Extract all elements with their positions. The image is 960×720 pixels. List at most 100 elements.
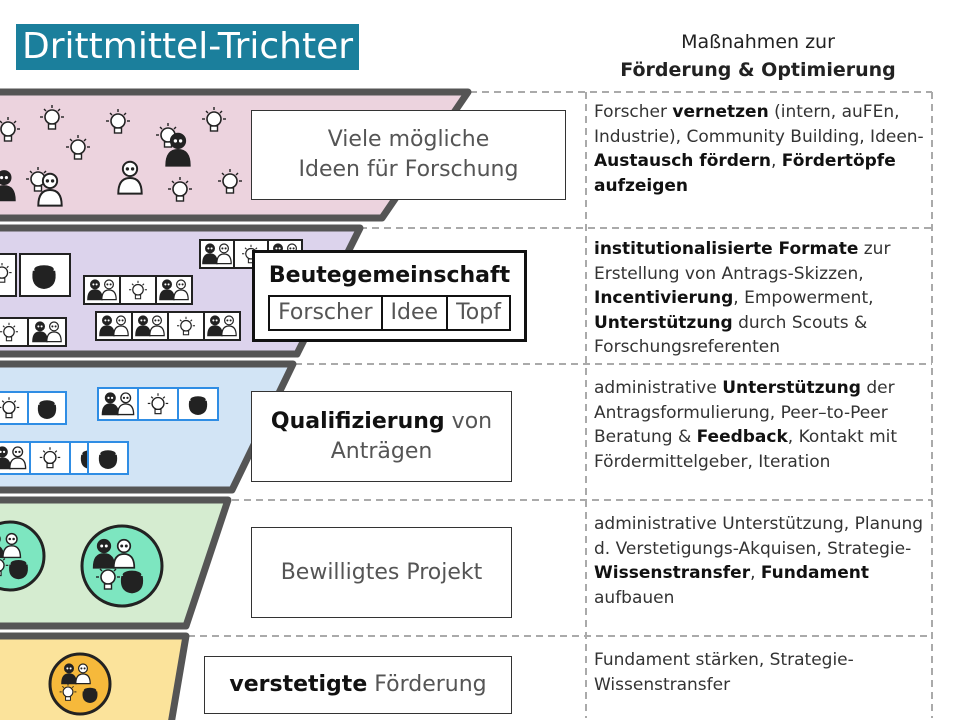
researcher-head [115, 315, 127, 326]
researcher-eye [45, 179, 50, 183]
lightbulb-icon [177, 316, 195, 336]
lightbulb-ray [179, 319, 182, 322]
researcher-icon [112, 538, 136, 569]
researcher-eye [157, 319, 160, 322]
researcher-eye [126, 396, 129, 399]
researcher-eye [278, 247, 281, 250]
lightbulb-base [46, 462, 54, 469]
researcher-head [151, 315, 163, 326]
researcher-eye [154, 319, 157, 322]
lightbulb-ray [235, 172, 239, 176]
measure-text-1: Forscher vernetzen (intern, auFEn, Indus… [594, 100, 924, 198]
researcher-body [75, 673, 91, 685]
researcher-eye [292, 247, 295, 250]
lightbulb-ray [2, 325, 5, 328]
researcher-eye [18, 450, 21, 453]
lightbulb-ray [99, 568, 103, 572]
researcher-eye [167, 283, 170, 286]
researcher-body [2, 545, 22, 559]
lightbulb-glass [3, 325, 15, 338]
money-pot-icon [188, 396, 208, 415]
lightbulb-icon [39, 447, 61, 469]
researcher-eye [210, 247, 213, 250]
measures-heading-line1: Maßnahmen zur [681, 31, 835, 53]
researcher-head [223, 315, 235, 326]
researcher-eye [121, 319, 124, 322]
researcher-eye [51, 325, 54, 328]
researcher-body [46, 331, 62, 343]
lightbulb-icon [106, 109, 130, 134]
lightbulb-ray [1, 400, 5, 403]
researcher-body [149, 325, 165, 337]
researcher-head [48, 321, 60, 332]
text-segment: vernetzen [672, 102, 769, 122]
lightbulb-ray [13, 400, 17, 403]
text-segment: , Kontakt mit Fördermittelgeber, Iterati… [594, 427, 898, 472]
lightbulb-ray [162, 396, 166, 399]
lightbulb-ray [131, 283, 134, 286]
lightbulb-glass [132, 283, 144, 296]
text-segment: Fundament stärken, Strategie-Wissenstran… [594, 650, 854, 695]
researcher-eye [54, 325, 57, 328]
measure-text-5: Fundament stärken, Strategie-Wissenstran… [594, 648, 924, 697]
researcher-head [175, 279, 187, 290]
lightbulb-base [209, 125, 219, 132]
text-segment: , [750, 563, 761, 583]
researcher-icon [113, 315, 129, 337]
measures-heading-line2: Förderung & Optimierung [620, 59, 896, 81]
researcher-body [113, 325, 129, 337]
researcher-eye [140, 319, 143, 322]
text-segment: Fördertöpfe aufzeigen [594, 151, 896, 196]
researcher-icon [173, 279, 189, 301]
text-segment: Ideen für Forschung [298, 157, 519, 182]
text-segment: Unterstützung [594, 312, 733, 333]
researcher-eye [275, 247, 278, 250]
researcher-eye [107, 396, 110, 399]
text-segment: Förderung [367, 672, 487, 697]
researcher-icon [92, 538, 116, 569]
researcher-body [112, 553, 136, 569]
lightbulb-ray [42, 450, 46, 453]
text-segment: institutionalisierte Formate [594, 239, 859, 259]
researcher-body [207, 325, 223, 337]
text-segment: Austausch fördern [594, 151, 771, 171]
researcher-eye [181, 283, 184, 286]
lightbulb-ray [123, 112, 127, 116]
researcher-eye [40, 325, 43, 328]
text-segment: von [444, 408, 493, 434]
researcher-eye [66, 667, 69, 670]
lightbulb-glass [110, 113, 126, 129]
text-segment: durch Scouts & Forschungsreferenten [594, 312, 868, 358]
researcher-eye [4, 176, 8, 180]
stage-label-text: Beutegemeinschaft [269, 261, 510, 291]
researcher-icon [37, 172, 63, 207]
researcher-head [116, 538, 132, 554]
researcher-body [0, 185, 16, 202]
funnel-icons [0, 105, 303, 716]
researcher-body [92, 553, 116, 569]
researcher-icon [61, 663, 77, 685]
researcher-eye [100, 544, 104, 548]
lightbulb-glass [70, 139, 86, 155]
researcher-icon [0, 446, 11, 470]
part-box: Topf [456, 300, 501, 325]
chip-box [0, 253, 17, 297]
lightbulb-ray [150, 396, 154, 399]
researcher-icon [75, 663, 91, 685]
researcher-body [32, 331, 48, 343]
lightbulb-glass [206, 111, 222, 127]
researcher-eye [104, 319, 107, 322]
researcher-eye [0, 450, 2, 453]
researcher-eye [50, 179, 55, 183]
lightbulb-base [73, 153, 83, 160]
researcher-icon [202, 243, 218, 265]
lightbulb-ray [13, 325, 16, 328]
stage-label-bewilligt: Bewilligtes Projekt [251, 527, 512, 618]
lightbulb-ray [205, 110, 209, 114]
researcher-head [34, 321, 46, 332]
researcher-eye [173, 139, 178, 143]
lightbulb-base [3, 135, 13, 142]
page-title: Drittmittel-Trichter [16, 24, 360, 70]
